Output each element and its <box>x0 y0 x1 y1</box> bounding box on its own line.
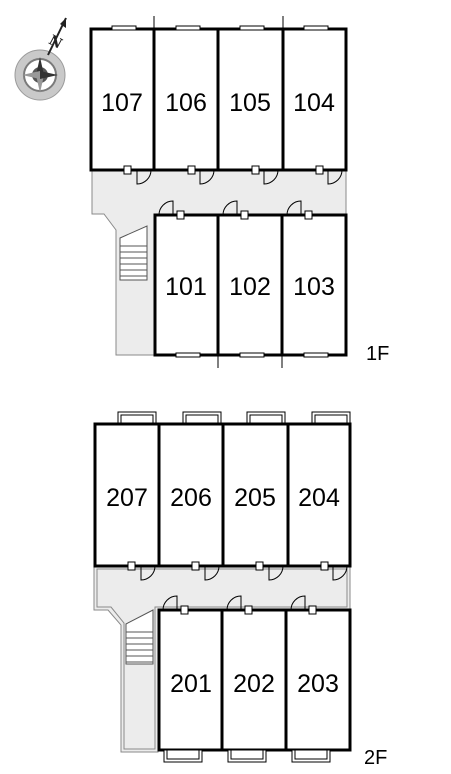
unit-label: 201 <box>170 670 212 698</box>
unit-label: 103 <box>293 273 335 301</box>
unit-label: 107 <box>101 89 143 117</box>
unit-label: 204 <box>298 484 340 512</box>
floor-1f: 107 106 105 104 101 102 103 1F <box>89 16 389 368</box>
unit-201 <box>157 608 224 752</box>
unit-101 <box>153 213 220 357</box>
unit-label: 202 <box>233 670 275 698</box>
unit-label: 101 <box>165 273 207 301</box>
stairs <box>125 609 154 665</box>
unit-label: 102 <box>229 273 271 301</box>
compass-rose-icon: N <box>14 17 67 101</box>
unit-label: 106 <box>165 89 207 117</box>
unit-label: 206 <box>170 484 212 512</box>
unit-204 <box>286 422 352 568</box>
floor-label: 2F <box>364 747 387 769</box>
unit-label: 104 <box>293 89 335 117</box>
floor-label: 1F <box>366 343 389 365</box>
balconies <box>117 411 351 425</box>
compass-north-label: N <box>46 32 65 52</box>
unit-label: 205 <box>234 484 276 512</box>
balconies <box>163 749 331 763</box>
unit-105 <box>216 27 285 172</box>
unit-label: 105 <box>229 89 271 117</box>
unit-104 <box>281 27 348 172</box>
unit-label: 203 <box>297 670 339 698</box>
unit-103 <box>280 213 348 357</box>
stairs <box>119 225 148 281</box>
unit-106 <box>152 27 220 172</box>
floor-2f: 207 206 205 204 201 202 203 2F <box>93 411 387 769</box>
unit-label: 207 <box>106 484 148 512</box>
